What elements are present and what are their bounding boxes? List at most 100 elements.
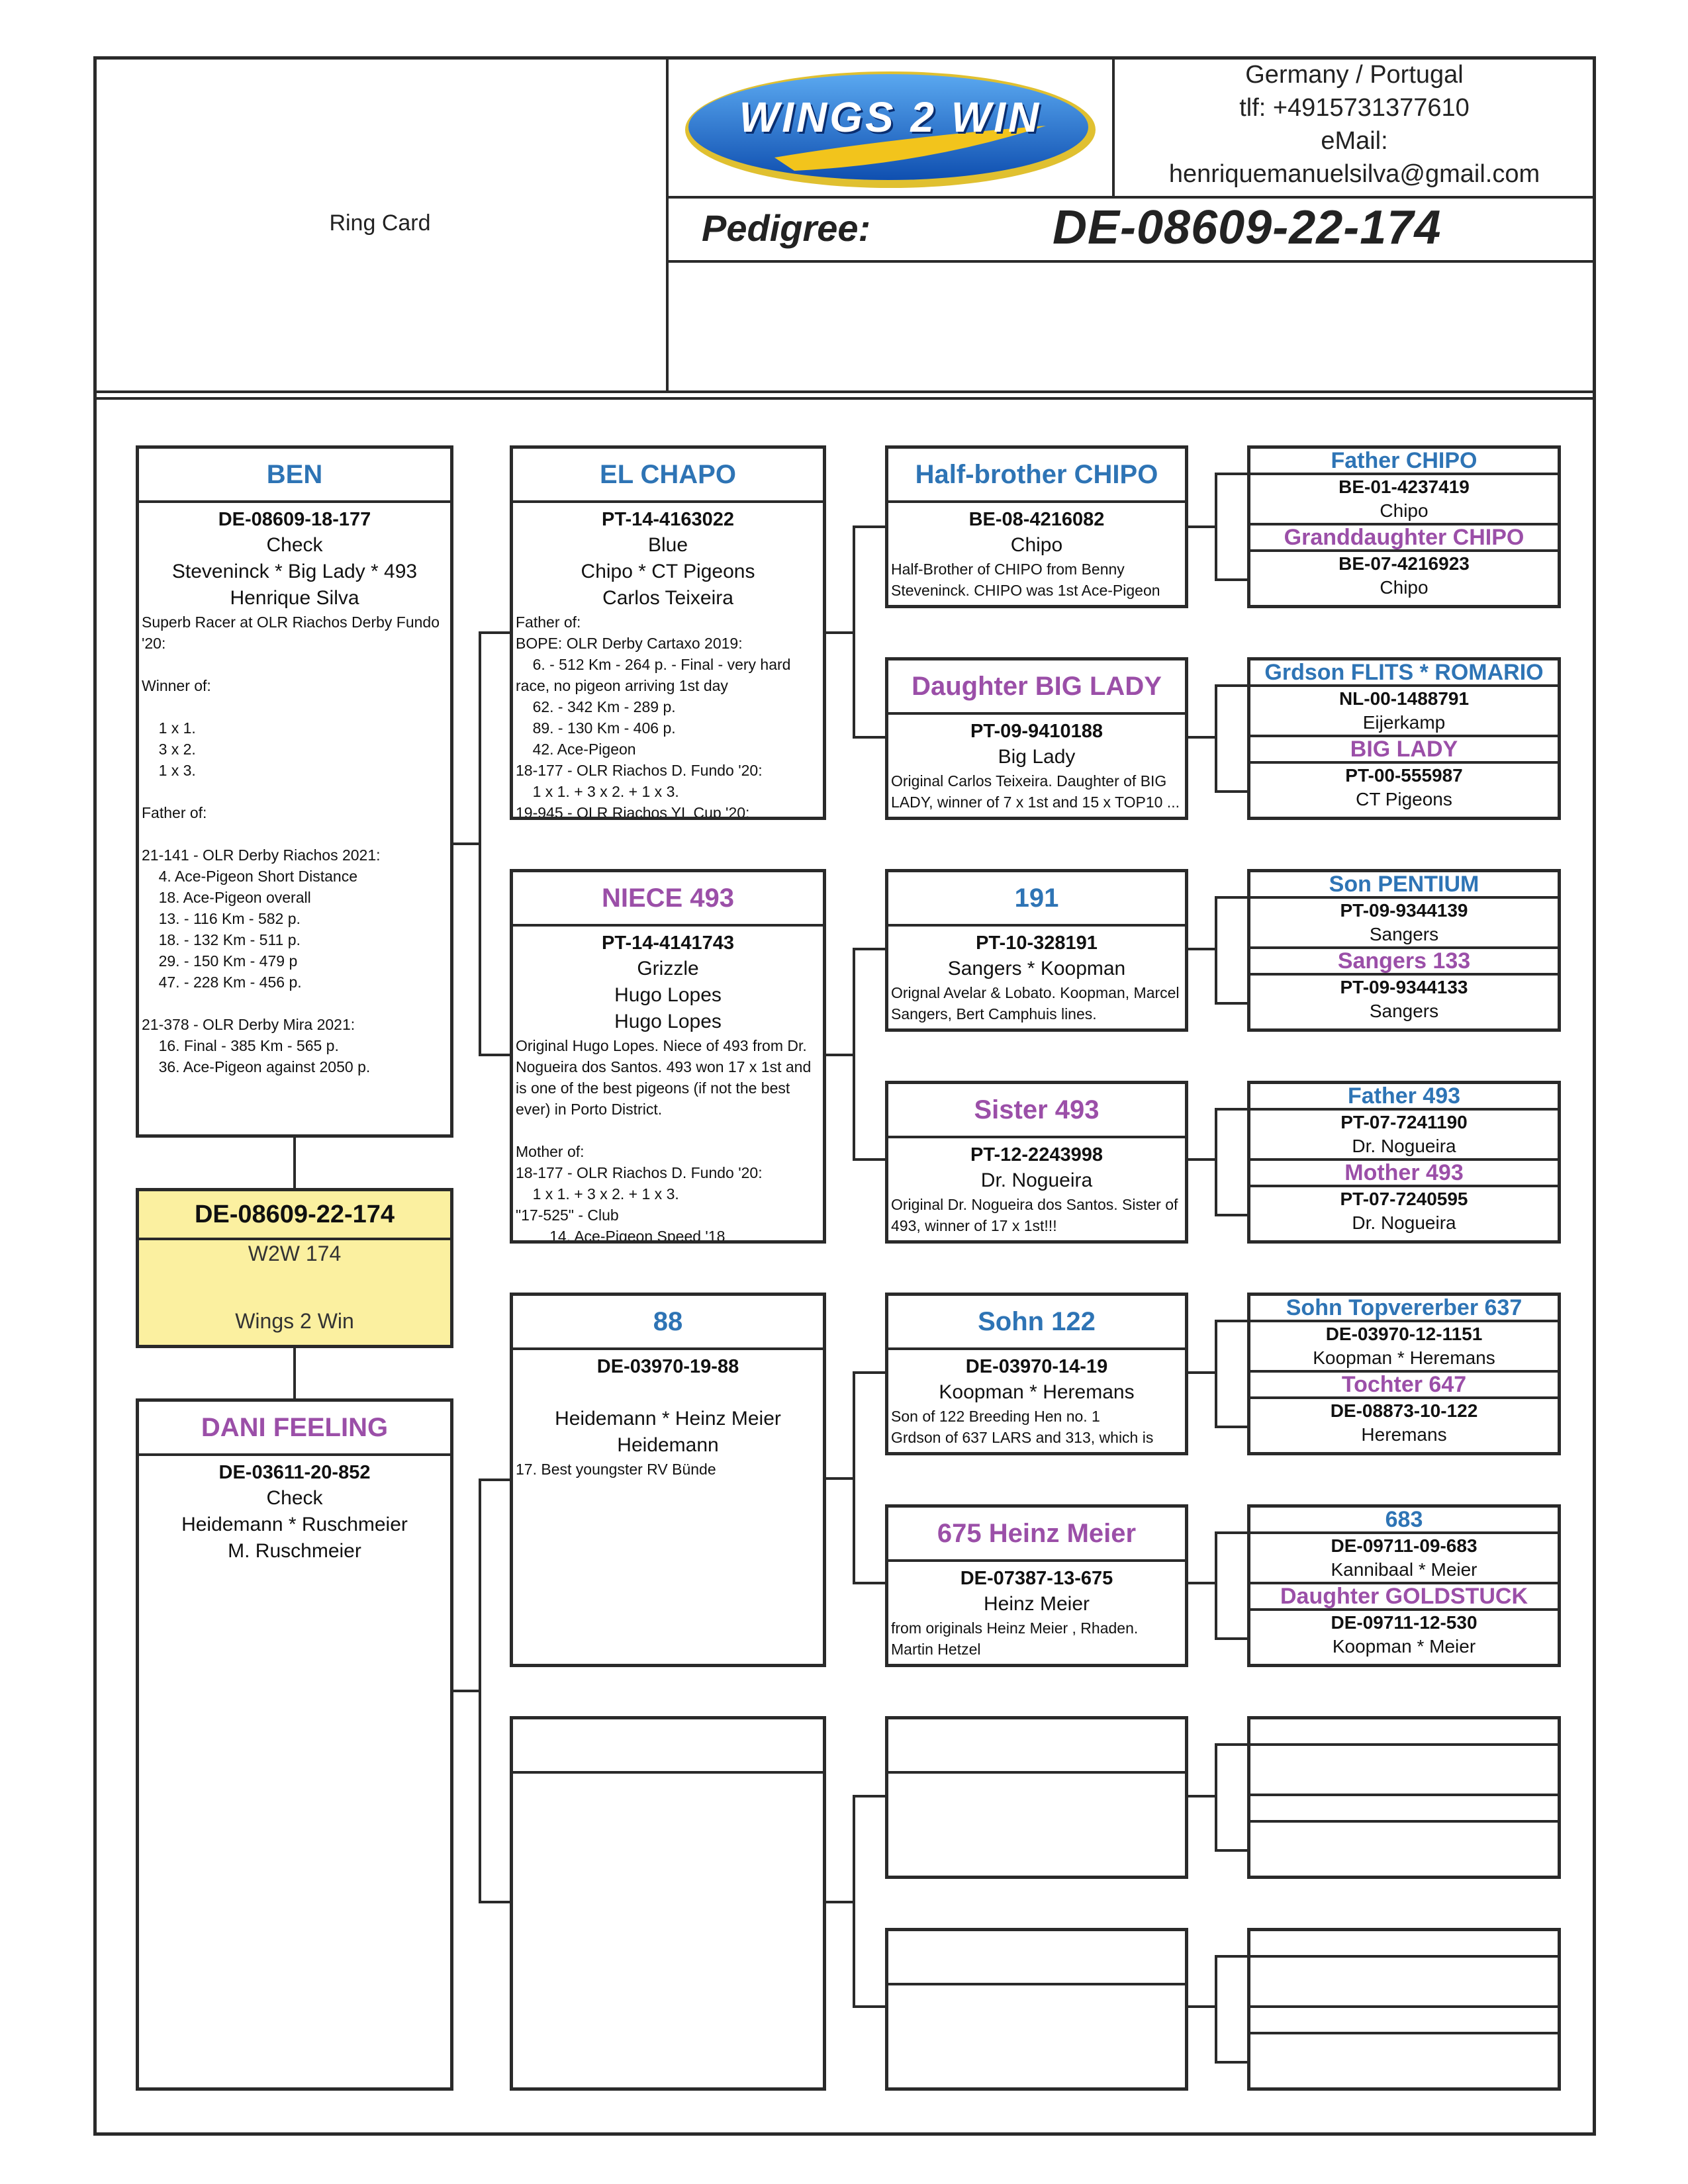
connector bbox=[479, 1479, 481, 1902]
gen3-name: 675 Heinz Meier bbox=[888, 1508, 1185, 1562]
header-bottom-rule bbox=[95, 390, 1594, 393]
subject-ring: DE-08609-22-174 bbox=[139, 1191, 450, 1240]
connector bbox=[826, 1901, 854, 1903]
gen2-color: Blue bbox=[647, 534, 688, 556]
gen2-ring: PT-14-4141743 bbox=[602, 933, 734, 954]
connector bbox=[853, 525, 886, 528]
gen3-box-4[interactable]: Sister 493 PT-12-2243998 Dr. Nogueira Or… bbox=[885, 1081, 1188, 1244]
connector bbox=[853, 525, 855, 737]
gen4-name: Father 493 bbox=[1250, 1084, 1558, 1111]
mother-line1: Heidemann * Ruschmeier bbox=[181, 1514, 408, 1535]
connector bbox=[853, 948, 855, 1160]
contact-email[interactable]: henriquemanuelsilva@gmail.com bbox=[1168, 160, 1540, 188]
connector-subject-mother bbox=[293, 1348, 296, 1400]
father-name: BEN bbox=[139, 449, 450, 503]
page-frame bbox=[93, 56, 1596, 2136]
gen3-line1: Heinz Meier bbox=[983, 1593, 1090, 1615]
gen4-line1: Kannibaal * Meier bbox=[1250, 1558, 1558, 1584]
subject-breeder: Wings 2 Win bbox=[235, 1309, 354, 1333]
contact-email-label: eMail: bbox=[1321, 127, 1388, 155]
gen4-name bbox=[1250, 1931, 1558, 1958]
gen2-box-1[interactable]: EL CHAPO PT-14-4163022 Blue Chipo * CT P… bbox=[510, 445, 826, 820]
gen4-line1: Sangers bbox=[1250, 923, 1558, 949]
father-line1: Steveninck * Big Lady * 493 bbox=[171, 561, 418, 582]
gen4-line1: Heremans bbox=[1361, 1424, 1447, 1445]
gen3-box-1[interactable]: Half-brother CHIPO BE-08-4216082 Chipo H… bbox=[885, 445, 1188, 608]
gen3-box-3[interactable]: 191 PT-10-328191 Sangers * Koopman Orign… bbox=[885, 869, 1188, 1032]
gen3-box-6[interactable]: 675 Heinz Meier DE-07387-13-675 Heinz Me… bbox=[885, 1504, 1188, 1667]
connector bbox=[826, 631, 854, 634]
gen3-box-2[interactable]: Daughter BIG LADY PT-09-9410188 Big Lady… bbox=[885, 657, 1188, 820]
gen4-pair-5[interactable]: Sohn Topvererber 637 DE-03970-12-1151 Ko… bbox=[1247, 1293, 1561, 1455]
header-divider-vertical bbox=[666, 58, 669, 392]
gen4-name: Granddaughter CHIPO bbox=[1250, 525, 1558, 552]
connector bbox=[1215, 1637, 1248, 1640]
connector bbox=[479, 631, 481, 1055]
gen4-name: Grdson FLITS * ROMARIO bbox=[1250, 660, 1558, 687]
connector bbox=[479, 1054, 510, 1056]
gen4-line1: Chipo bbox=[1380, 577, 1429, 598]
gen4-name bbox=[1250, 1719, 1558, 1746]
gen4-pair-3[interactable]: Son PENTIUM PT-09-9344139 Sangers Sanger… bbox=[1247, 869, 1561, 1032]
gen3-line1: Sangers * Koopman bbox=[947, 958, 1126, 979]
gen2-line2: Hugo Lopes bbox=[614, 1011, 722, 1032]
connector bbox=[853, 948, 886, 950]
subject-box[interactable]: DE-08609-22-174 W2W 174 Wings 2 Win bbox=[136, 1188, 453, 1348]
gen3-name: Sohn 122 bbox=[888, 1296, 1185, 1350]
gen2-description: 17. Best youngster RV Bünde bbox=[516, 1461, 716, 1478]
gen4-pair-4[interactable]: Father 493 PT-07-7241190 Dr. Nogueira Mo… bbox=[1247, 1081, 1561, 1244]
gen4-name: Sangers 133 bbox=[1250, 949, 1558, 976]
connector bbox=[1215, 684, 1217, 792]
gen3-box-7[interactable] bbox=[885, 1716, 1188, 1879]
gen4-ring: PT-09-9344139 bbox=[1340, 900, 1468, 921]
gen3-name: Half-brother CHIPO bbox=[888, 449, 1185, 503]
gen4-name: Mother 493 bbox=[1250, 1161, 1558, 1187]
gen4-ring: DE-08873-10-122 bbox=[1330, 1400, 1478, 1421]
connector bbox=[453, 1690, 480, 1692]
gen3-box-5[interactable]: Sohn 122 DE-03970-14-19 Koopman * Herema… bbox=[885, 1293, 1188, 1455]
gen2-line1: Chipo * CT Pigeons bbox=[581, 561, 755, 582]
connector bbox=[479, 631, 510, 634]
connector bbox=[1215, 1320, 1248, 1322]
gen4-name: 683 bbox=[1250, 1508, 1558, 1534]
gen4-pair-1[interactable]: Father CHIPO BE-01-4237419 Chipo Grandda… bbox=[1247, 445, 1561, 608]
gen2-line2: Heidemann bbox=[617, 1434, 719, 1456]
gen3-ring: PT-12-2243998 bbox=[970, 1144, 1103, 1165]
gen2-name: EL CHAPO bbox=[513, 449, 823, 503]
gen4-pair-8[interactable] bbox=[1247, 1928, 1561, 2091]
gen2-ring: DE-03970-19-88 bbox=[596, 1356, 739, 1377]
gen4-ring bbox=[1250, 2034, 1558, 2058]
connector bbox=[479, 1901, 510, 1903]
gen2-ring: PT-14-4163022 bbox=[602, 509, 734, 530]
mother-box[interactable]: DANI FEELING DE-03611-20-852 Check Heide… bbox=[136, 1398, 453, 2091]
gen2-line1: Heidemann * Heinz Meier bbox=[555, 1408, 781, 1430]
father-box[interactable]: BEN DE-08609-18-177 Check Steveninck * B… bbox=[136, 445, 453, 1138]
gen2-box-3[interactable]: 88 DE-03970-19-88 Heidemann * Heinz Meie… bbox=[510, 1293, 826, 1667]
gen2-name: NIECE 493 bbox=[513, 872, 823, 927]
gen4-line1: Koopman * Meier bbox=[1332, 1636, 1476, 1657]
gen4-pair-2[interactable]: Grdson FLITS * ROMARIO NL-00-1488791 Eij… bbox=[1247, 657, 1561, 820]
gen4-pair-7[interactable] bbox=[1247, 1716, 1561, 1879]
gen3-ring: DE-07387-13-675 bbox=[960, 1568, 1113, 1589]
connector bbox=[1215, 1955, 1217, 2062]
gen3-ring: PT-10-328191 bbox=[976, 933, 1098, 954]
father-color: Check bbox=[266, 534, 323, 556]
gen4-name: Daughter GOLDSTUCK bbox=[1250, 1584, 1558, 1611]
gen4-name: Father CHIPO bbox=[1250, 449, 1558, 475]
connector bbox=[1188, 525, 1216, 528]
connector bbox=[1188, 736, 1216, 739]
gen4-pair-6[interactable]: 683 DE-09711-09-683 Kannibaal * Meier Da… bbox=[1247, 1504, 1561, 1667]
gen3-box-8[interactable] bbox=[885, 1928, 1188, 2091]
connector bbox=[853, 1158, 886, 1161]
gen3-name: Daughter BIG LADY bbox=[888, 660, 1185, 715]
gen2-box-2[interactable]: NIECE 493 PT-14-4141743 Grizzle Hugo Lop… bbox=[510, 869, 826, 1244]
gen2-description: Original Hugo Lopes. Niece of 493 from D… bbox=[516, 1037, 812, 1244]
gen3-name bbox=[888, 1719, 1185, 1774]
gen2-box-4[interactable] bbox=[510, 1716, 826, 2091]
father-ring: DE-08609-18-177 bbox=[218, 509, 371, 530]
ring-card-label: Ring Card bbox=[329, 210, 431, 236]
gen4-line1: Eijerkamp bbox=[1250, 711, 1558, 737]
connector bbox=[479, 1479, 510, 1481]
gen4-line1: CT Pigeons bbox=[1356, 789, 1452, 809]
connector bbox=[853, 736, 886, 739]
